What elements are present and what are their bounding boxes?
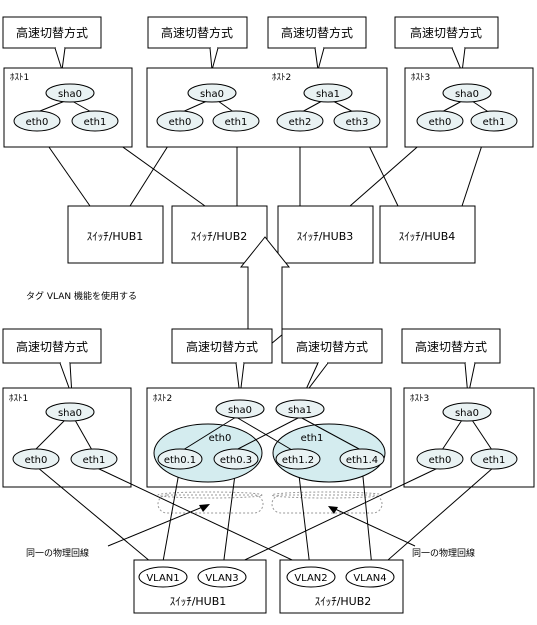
callout-bottom-4: 高速切替方式 [401, 328, 501, 397]
physical-line-annotation-left: 同一の物理回線 [26, 504, 210, 559]
virtual-nic: sha1 [288, 405, 312, 416]
callout-text: 高速切替方式 [16, 25, 88, 40]
top-host-3: ﾎｽﾄ3 sha0 eth0 eth1 [404, 67, 534, 148]
switch-name: ｽｲｯﾁ/HUB2 [315, 595, 372, 608]
callout-text: 高速切替方式 [281, 25, 353, 40]
physical-line-label: 同一の物理回線 [412, 547, 475, 559]
hub-name: ｽｲｯﾁ/HUB4 [399, 230, 456, 243]
physical-nic: eth1 [483, 117, 506, 128]
callout-top-1: 高速切替方式 [2, 16, 102, 71]
top-hub-4: ｽｲｯﾁ/HUB4 [379, 205, 476, 264]
callout-top-3: 高速切替方式 [267, 16, 367, 71]
host-name: ﾎｽﾄ1 [10, 72, 29, 83]
callout-bottom-3: 高速切替方式 [281, 328, 383, 397]
vlan-port: VLAN4 [353, 573, 386, 584]
virtual-nic: sha0 [58, 89, 82, 100]
callout-text: 高速切替方式 [186, 339, 258, 354]
arrow-label: タグ VLAN 機能を使用する [26, 290, 137, 302]
bottom-host-1: ﾎｽﾄ1 sha0 eth0 eth1 [9, 393, 118, 470]
bottom-host-2: ﾎｽﾄ2 eth0 eth1 sha0 sha1 eth0.1 eth0.3 e… [153, 393, 386, 483]
virtual-nic: sha0 [455, 408, 479, 419]
bottom-cables [36, 466, 495, 568]
physical-nic: eth0 [429, 455, 452, 466]
bottom-switch-2: VLAN2 VLAN4 ｽｲｯﾁ/HUB2 [279, 559, 404, 614]
vlan-nic: eth0.1 [164, 455, 196, 466]
callout-text: 高速切替方式 [410, 25, 482, 40]
virtual-nic: sha0 [58, 408, 82, 419]
hub-name: ｽｲｯﾁ/HUB2 [191, 230, 248, 243]
physical-nic: eth3 [346, 117, 369, 128]
physical-nic: eth2 [289, 117, 312, 128]
nic-group-label: eth0 [209, 433, 232, 444]
nic-group-label: eth1 [301, 433, 324, 444]
hub-name: ｽｲｯﾁ/HUB3 [297, 230, 354, 243]
top-host-1: ﾎｽﾄ1 sha0 eth0 eth1 [3, 67, 133, 148]
virtual-nic: sha1 [316, 89, 340, 100]
switch-name: ｽｲｯﾁ/HUB1 [170, 595, 227, 608]
callout-text: 高速切替方式 [415, 339, 487, 354]
host-name: ﾎｽﾄ2 [272, 72, 291, 83]
physical-nic: eth1 [225, 117, 248, 128]
physical-nic: eth1 [483, 455, 506, 466]
callout-bottom-2: 高速切替方式 [171, 328, 273, 397]
physical-nic: eth0 [26, 117, 49, 128]
physical-nic: eth1 [84, 117, 107, 128]
virtual-nic: sha0 [200, 89, 224, 100]
host-name: ﾎｽﾄ3 [411, 72, 430, 83]
vlan-port: VLAN3 [205, 573, 238, 584]
hub-name: ｽｲｯﾁ/HUB1 [87, 230, 144, 243]
physical-line-annotation-right: 同一の物理回線 [328, 506, 475, 559]
physical-nic: eth0 [25, 455, 48, 466]
top-hub-3: ｽｲｯﾁ/HUB3 [277, 205, 374, 264]
physical-nic: eth0 [169, 117, 192, 128]
vlan-port: VLAN2 [294, 573, 327, 584]
top-hub-1: ｽｲｯﾁ/HUB1 [67, 205, 164, 264]
physical-nic: eth1 [83, 455, 106, 466]
vlan-nic: eth1.2 [282, 455, 314, 466]
bottom-host-3: ﾎｽﾄ3 sha0 eth0 eth1 [410, 393, 518, 470]
physical-nic: eth0 [429, 117, 452, 128]
vlan-nic: eth0.3 [220, 455, 252, 466]
virtual-nic: sha0 [228, 405, 252, 416]
callout-bottom-1: 高速切替方式 [2, 328, 102, 397]
virtual-nic: sha0 [455, 89, 479, 100]
host-name: ﾎｽﾄ1 [9, 393, 28, 404]
top-host-2: ﾎｽﾄ2 sha0 sha1 eth0 eth1 eth2 eth3 [146, 67, 388, 148]
vlan-nic: eth1.4 [346, 455, 378, 466]
callout-text: 高速切替方式 [296, 339, 368, 354]
physical-line-pipes [157, 491, 383, 514]
callout-top-4: 高速切替方式 [394, 16, 499, 74]
callout-top-2: 高速切替方式 [147, 16, 248, 71]
vlan-port: VLAN1 [146, 573, 179, 584]
host-name: ﾎｽﾄ2 [153, 393, 172, 404]
bottom-switch-1: VLAN1 VLAN3 ｽｲｯﾁ/HUB1 [133, 559, 267, 614]
host-name: ﾎｽﾄ3 [410, 393, 429, 404]
callout-text: 高速切替方式 [161, 25, 233, 40]
callout-text: 高速切替方式 [16, 339, 88, 354]
physical-line-label: 同一の物理回線 [26, 547, 89, 559]
